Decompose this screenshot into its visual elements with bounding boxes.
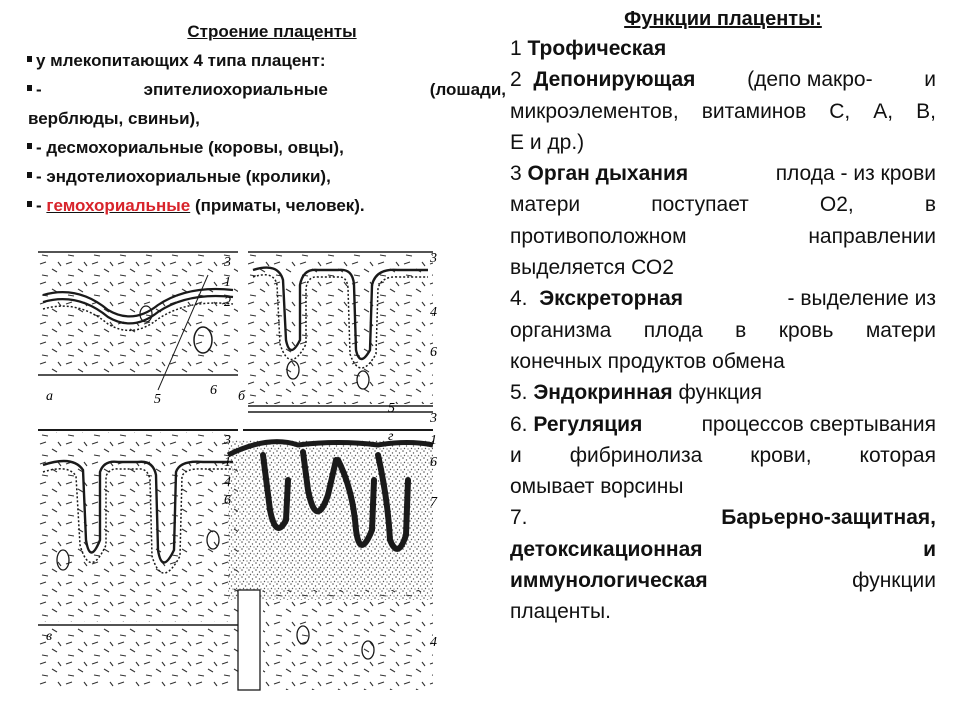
svg-text:6: 6 (210, 383, 217, 398)
bullet-icon (27, 85, 32, 91)
svg-text:2: 2 (224, 295, 231, 310)
list-item-continuation: верблюды, свиньи), (28, 109, 200, 128)
list-item: у млекопитающих 4 типа плацент: (27, 46, 506, 75)
list-item: 4. Экскреторная - выделение из организма… (510, 287, 936, 373)
svg-text:3: 3 (429, 251, 437, 266)
svg-text:1: 1 (224, 455, 231, 470)
figure-number-labels: 3 1 2 6 5 3 4 6 3 1 4 6 5 3 1 6 7 4 (154, 251, 438, 650)
panel-label-d: г (388, 429, 394, 444)
functions-list: 1 Трофическая 2 Депонирующая (депо макро… (510, 33, 936, 628)
svg-text:6: 6 (430, 345, 437, 360)
list-item: 2 Депонирующая (депо макро- и микроэлеме… (510, 68, 936, 154)
svg-text:6: 6 (224, 493, 231, 508)
bullet-icon (27, 201, 32, 207)
list-item: - гемохориальные (приматы, человек). (27, 191, 506, 220)
list-item: 1 Трофическая (510, 37, 667, 60)
panel-b (248, 251, 433, 407)
panel-label-b: б (238, 389, 246, 404)
placenta-types-figure: а б в г 3 1 2 6 5 3 4 6 3 1 4 6 5 3 1 6 … (38, 240, 446, 700)
list-item: - эндотелиохориальные (кролики), (27, 162, 506, 191)
list-item: - десмохориальные (коровы, овцы), (27, 133, 506, 162)
highlighted-term: гемохориальные (46, 196, 191, 215)
placenta-structure-section: Строение плаценты у млекопитающих 4 типа… (27, 22, 506, 220)
bullet-icon (27, 56, 32, 62)
svg-text:3: 3 (429, 411, 437, 426)
bullet-icon (27, 172, 32, 178)
placenta-types-list: у млекопитающих 4 типа плацент: - эпител… (27, 46, 506, 220)
svg-text:3: 3 (223, 433, 231, 448)
placenta-functions-section: Функции плаценты: 1 Трофическая 2 Депони… (510, 8, 936, 628)
structure-title: Строение плаценты (187, 22, 357, 41)
svg-text:7: 7 (430, 495, 438, 510)
list-item: 5. Эндокринная функция (510, 381, 763, 405)
svg-text:3: 3 (223, 255, 231, 270)
svg-text:1: 1 (224, 275, 231, 290)
svg-text:6: 6 (430, 455, 437, 470)
svg-text:4: 4 (224, 475, 231, 490)
list-item: 3 Орган дыхания плода - из крови матери … (510, 162, 936, 280)
list-item: - эпителиохориальные (лошади, (27, 75, 506, 104)
list-item: 7. Барьерно-защитная, детоксикационная и… (510, 506, 936, 624)
svg-text:4: 4 (430, 635, 437, 650)
panel-label-c: в (46, 629, 52, 644)
panel-c (38, 429, 238, 687)
list-item: 6. Регуляция процессов свертывания и фиб… (510, 412, 936, 499)
placenta-diagram: а б в г 3 1 2 6 5 3 4 6 3 1 4 6 5 3 1 6 … (38, 251, 438, 691)
svg-text:4: 4 (430, 305, 437, 320)
bullet-icon (27, 143, 32, 149)
svg-text:5: 5 (388, 401, 395, 416)
functions-title: Функции плаценты: (624, 8, 822, 30)
svg-text:1: 1 (430, 433, 437, 448)
panel-a (38, 251, 238, 376)
panel-label-a: а (46, 389, 53, 404)
panel-d (226, 411, 434, 691)
svg-text:5: 5 (154, 392, 161, 407)
